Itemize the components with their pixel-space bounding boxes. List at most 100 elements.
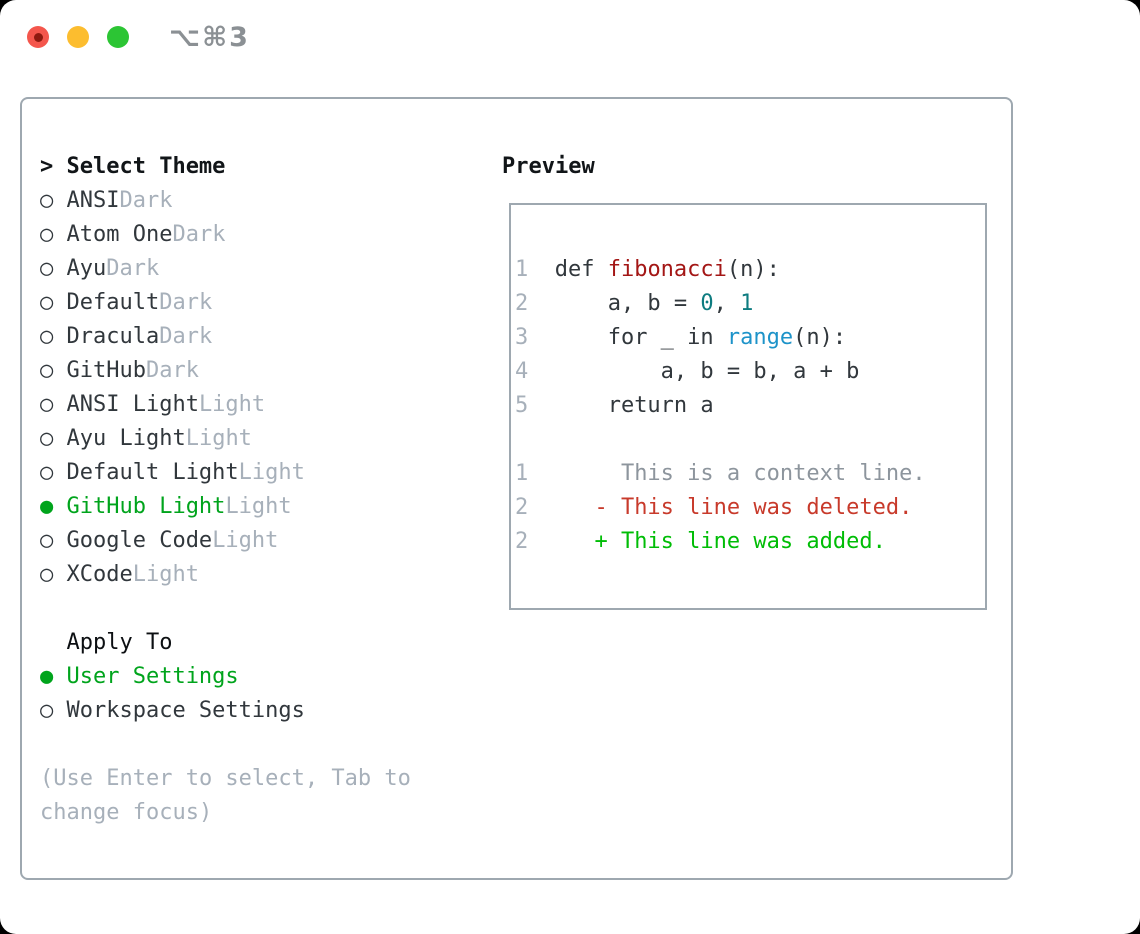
- code-line: 2 a, b = 0, 1: [515, 287, 985, 321]
- radio-icon: ○: [40, 426, 54, 451]
- diff-line: 2 + This line was added.: [515, 525, 985, 559]
- theme-name: ANSI: [66, 188, 120, 213]
- diff-line: 1 This is a context line.: [515, 457, 985, 491]
- theme-option[interactable]: ○ Google Code Light: [40, 524, 411, 558]
- line-number: 2: [515, 291, 529, 316]
- apply-to-list: ● User Settings ○ Workspace Settings: [40, 660, 411, 728]
- line-number: 4: [515, 359, 529, 384]
- theme-list-column: > Select Theme ○ ANSI Dark ○ Atom One Dark ○ A…: [40, 150, 411, 830]
- radio-icon: ○: [40, 392, 54, 417]
- theme-variant-badge: Dark: [145, 358, 199, 383]
- titlebar: ⌥⌘3: [27, 15, 250, 59]
- radio-icon: ○: [40, 256, 54, 281]
- theme-variant-badge: Dark: [119, 188, 173, 213]
- line-number: 3: [515, 325, 529, 350]
- theme-name: GitHub Light: [66, 494, 226, 519]
- window-title: ⌥⌘3: [169, 21, 250, 53]
- theme-option[interactable]: ○ GitHub Dark: [40, 354, 411, 388]
- spacer: [40, 592, 411, 626]
- line-content: - This line was deleted.: [554, 495, 913, 520]
- preview-title: Preview: [502, 154, 595, 179]
- theme-name: Dracula: [66, 324, 160, 349]
- theme-option[interactable]: ○ Dracula Dark: [40, 320, 411, 354]
- theme-name: Atom One: [66, 222, 173, 247]
- line-number: 2: [515, 529, 529, 554]
- theme-name: Default: [66, 290, 160, 315]
- diff-line: 2 - This line was deleted.: [515, 491, 985, 525]
- line-content: a, b = 0, 1: [554, 291, 754, 316]
- radio-icon: ○: [40, 290, 54, 315]
- radio-icon: ○: [40, 358, 54, 383]
- apply-to-header: Apply To: [40, 626, 411, 660]
- keyboard-hint: (Use Enter to select, Tab to change focu…: [40, 766, 411, 825]
- maximize-button[interactable]: [107, 26, 129, 48]
- theme-name: Google Code: [66, 528, 213, 553]
- theme-option[interactable]: ○ Ayu Light Light: [40, 422, 411, 456]
- theme-option[interactable]: ○XCode Light: [40, 558, 411, 592]
- diff-preview: 1 This is a context line.2 - This line w…: [515, 457, 985, 559]
- radio-icon: ○: [40, 698, 54, 723]
- radio-selected-icon: ●: [40, 664, 54, 689]
- theme-variant-badge: Light: [185, 426, 252, 451]
- code-line: 4 a, b = b, a + b: [515, 355, 985, 389]
- radio-icon: ○: [40, 188, 54, 213]
- radio-selected-icon: ●: [40, 494, 54, 519]
- theme-variant-badge: Light: [238, 460, 305, 485]
- line-content: return a: [554, 393, 714, 418]
- theme-option[interactable]: ○ Ayu Dark: [40, 252, 411, 286]
- apply-to-label: Workspace Settings: [66, 698, 305, 723]
- theme-variant-badge: Light: [225, 494, 292, 519]
- line-number: 2: [515, 495, 529, 520]
- theme-name: GitHub: [66, 358, 146, 383]
- theme-option[interactable]: ○ ANSI Dark: [40, 184, 411, 218]
- theme-option[interactable]: ○ Default Dark: [40, 286, 411, 320]
- theme-option[interactable]: ○ Default Light Light: [40, 456, 411, 490]
- line-number: 1: [515, 257, 529, 282]
- theme-variant-badge: Dark: [159, 324, 213, 349]
- close-dot-icon: [33, 32, 43, 42]
- code-line: 1 def fibonacci(n):: [515, 253, 985, 287]
- line-content: def fibonacci(n):: [554, 257, 780, 282]
- theme-variant-badge: Light: [212, 528, 279, 553]
- theme-name: ANSI Light: [66, 392, 199, 417]
- apply-to-title: Apply To: [66, 630, 173, 655]
- theme-option[interactable]: ○Atom One Dark: [40, 218, 411, 252]
- code-line: 5 return a: [515, 389, 985, 423]
- theme-option[interactable]: ○ ANSI Light Light: [40, 388, 411, 422]
- radio-icon: ○: [40, 324, 54, 349]
- radio-icon: ○: [40, 528, 54, 553]
- theme-name: XCode: [66, 562, 133, 587]
- apply-to-label: User Settings: [66, 664, 239, 689]
- theme-variant-badge: Light: [198, 392, 266, 417]
- theme-name: Default Light: [66, 460, 239, 485]
- code-line: 3 for _ in range(n):: [515, 321, 985, 355]
- apply-to-option[interactable]: ● User Settings: [40, 660, 411, 694]
- select-theme-title: Select Theme: [66, 154, 226, 179]
- line-content: This is a context line.: [554, 461, 926, 486]
- apply-to-option[interactable]: ○ Workspace Settings: [40, 694, 411, 728]
- focus-cursor-icon: >: [40, 154, 54, 179]
- spacer: [40, 728, 411, 762]
- theme-name: Ayu Light: [66, 426, 186, 451]
- line-number: 1: [515, 461, 529, 486]
- radio-icon: ○: [40, 562, 54, 587]
- line-content: + This line was added.: [554, 529, 886, 554]
- theme-variant-badge: Dark: [106, 256, 160, 281]
- radio-icon: ○: [40, 460, 54, 485]
- radio-icon: ○: [40, 222, 54, 247]
- theme-name: Ayu: [66, 256, 107, 281]
- theme-option[interactable]: ● GitHub Light Light: [40, 490, 411, 524]
- minimize-button[interactable]: [67, 26, 89, 48]
- theme-picker-panel: > Select Theme ○ ANSI Dark ○ Atom One Dark ○ A…: [20, 97, 1013, 880]
- line-number: 5: [515, 393, 529, 418]
- close-button[interactable]: [27, 26, 49, 48]
- theme-list: ○ ANSI Dark ○ Atom One Dark ○ Ayu Dark ○ Defaul…: [40, 184, 411, 592]
- select-theme-header: > Select Theme: [40, 150, 411, 184]
- theme-variant-badge: Dark: [159, 290, 213, 315]
- line-content: a, b = b, a + b: [554, 359, 860, 384]
- line-content: for _ in range(n):: [554, 325, 847, 350]
